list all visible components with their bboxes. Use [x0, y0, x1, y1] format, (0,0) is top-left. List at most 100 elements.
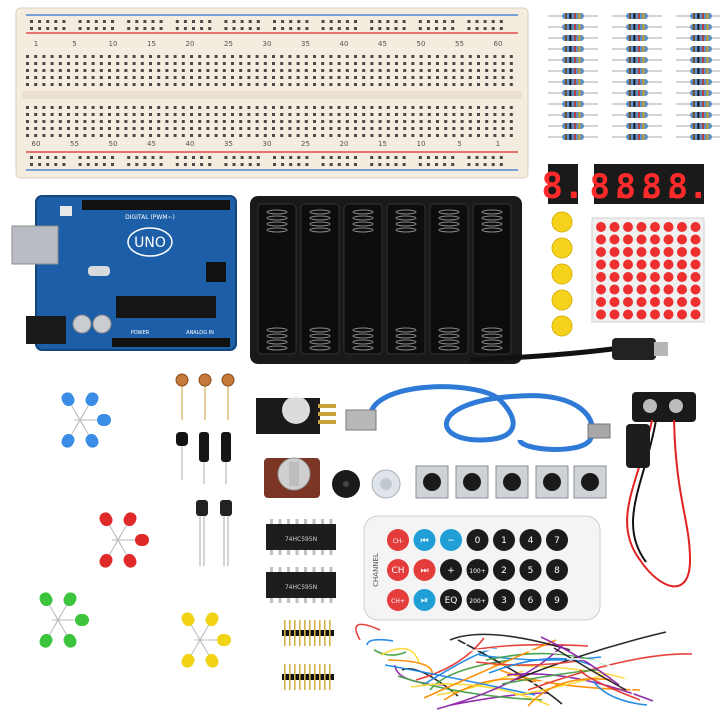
- led-dot-matrix: [591, 217, 705, 323]
- remote-button: CH: [387, 559, 409, 581]
- dc-jack: [26, 316, 66, 344]
- resistor-icon: [612, 24, 662, 30]
- remote-button: −: [440, 529, 462, 551]
- usb-b-plug: [587, 423, 611, 439]
- resistor-icon: [676, 101, 720, 107]
- digital-header: [82, 200, 230, 210]
- remote-button: 200+: [466, 589, 489, 611]
- jumper-wire-icon: [423, 639, 557, 699]
- svg-text:5: 5: [528, 566, 534, 576]
- remote-button: ⏯: [413, 589, 436, 611]
- resistor-icon: [548, 13, 598, 19]
- resistor-icon: [612, 35, 662, 41]
- resistor-icon: [548, 35, 598, 41]
- digit-1: 8.: [590, 167, 631, 207]
- led-icon: [61, 392, 84, 426]
- dc-plug: [612, 338, 656, 360]
- jumper-wires: [355, 623, 693, 710]
- power-label: POWER: [131, 330, 150, 336]
- column-number: 1: [34, 40, 38, 48]
- arduino-board: DIGITAL (PWM~) UNO POWER ANALOG IN: [11, 195, 237, 351]
- push-button-icon: [495, 465, 529, 499]
- led-icon: [52, 614, 89, 626]
- jumper-wire-icon: [579, 669, 641, 701]
- rgb-led-module: [256, 396, 336, 434]
- digit-2: 8.: [616, 167, 657, 207]
- column-number: 60: [494, 40, 503, 48]
- jumper-wire-icon: [384, 664, 536, 696]
- resistor-icon: [676, 134, 720, 140]
- svg-text:CH: CH: [391, 566, 404, 576]
- column-number: 35: [301, 40, 310, 48]
- resistor-icon: [612, 134, 662, 140]
- resistor-icon: [676, 13, 720, 19]
- svg-text:4: 4: [528, 536, 534, 546]
- remote-button: +: [440, 559, 462, 581]
- resistor-icon: [612, 90, 662, 96]
- column-number: 20: [340, 140, 349, 148]
- svg-text:⏯: ⏯: [421, 596, 428, 606]
- jumper-wire-icon: [387, 659, 433, 675]
- column-number: 20: [186, 40, 195, 48]
- remote-button: 0: [466, 529, 489, 551]
- jumper-wire-icon: [506, 672, 654, 702]
- svg-text:9: 9: [554, 596, 560, 606]
- small-components: [175, 373, 235, 566]
- digit-3: 8.: [642, 167, 683, 207]
- column-number: 55: [455, 40, 464, 48]
- jumper-wire-icon: [410, 683, 550, 706]
- led-icon: [194, 634, 231, 646]
- resistor-icon: [612, 68, 662, 74]
- remote-button: 100+: [466, 559, 489, 581]
- jumper-wire-icon: [380, 647, 420, 664]
- led-icon: [181, 634, 204, 668]
- resistor-icon: [676, 46, 720, 52]
- push-button-icon: [573, 465, 607, 499]
- led-icon: [99, 512, 122, 546]
- jumper-wire-icon: [436, 644, 564, 710]
- svg-text:CH+: CH+: [391, 598, 405, 605]
- remote-button: 5: [519, 559, 542, 581]
- column-number: 25: [224, 40, 233, 48]
- resistor-icon: [548, 101, 598, 107]
- column-number: 60: [32, 140, 41, 148]
- power-rail-top: [30, 20, 503, 30]
- jumper-wire-icon: [450, 692, 550, 706]
- svg-text:⏮: ⏮: [420, 536, 428, 546]
- remote-button: 7: [546, 529, 568, 551]
- svg-text:+: +: [447, 566, 455, 576]
- resistor-icon: [548, 24, 598, 30]
- svg-text:3: 3: [501, 596, 507, 606]
- resistor-icon: [548, 57, 598, 63]
- led-icon: [114, 534, 137, 568]
- crystal: [88, 266, 110, 276]
- column-number: 15: [378, 140, 387, 148]
- remote-side-label: CHANNEL: [372, 553, 380, 587]
- svg-text:2: 2: [501, 566, 507, 576]
- led-icon: [54, 614, 77, 648]
- resistor-icon: [676, 112, 720, 118]
- jumper-wire-icon: [520, 642, 680, 686]
- push-button-icon: [535, 465, 569, 499]
- resistor-icon: [612, 112, 662, 118]
- remote-button: CH+: [387, 589, 409, 611]
- column-number: 40: [340, 40, 349, 48]
- column-number: 25: [301, 140, 310, 148]
- led-icon: [99, 534, 122, 568]
- power-rail-bottom: [30, 156, 503, 166]
- svg-text:⏭: ⏭: [420, 566, 428, 576]
- led-icon: [76, 414, 99, 448]
- yellow-cap: [551, 263, 573, 285]
- led-icon: [196, 634, 219, 668]
- led-icon: [61, 414, 84, 448]
- microcontroller-chip: [116, 296, 216, 318]
- ic-label-1: 74HC595N: [285, 536, 317, 543]
- svg-text:8: 8: [554, 566, 560, 576]
- resistor-icon: [612, 46, 662, 52]
- jumper-wire-icon: [373, 649, 407, 656]
- led-icon: [39, 592, 62, 626]
- column-number: 30: [263, 140, 272, 148]
- column-number: 35: [224, 140, 233, 148]
